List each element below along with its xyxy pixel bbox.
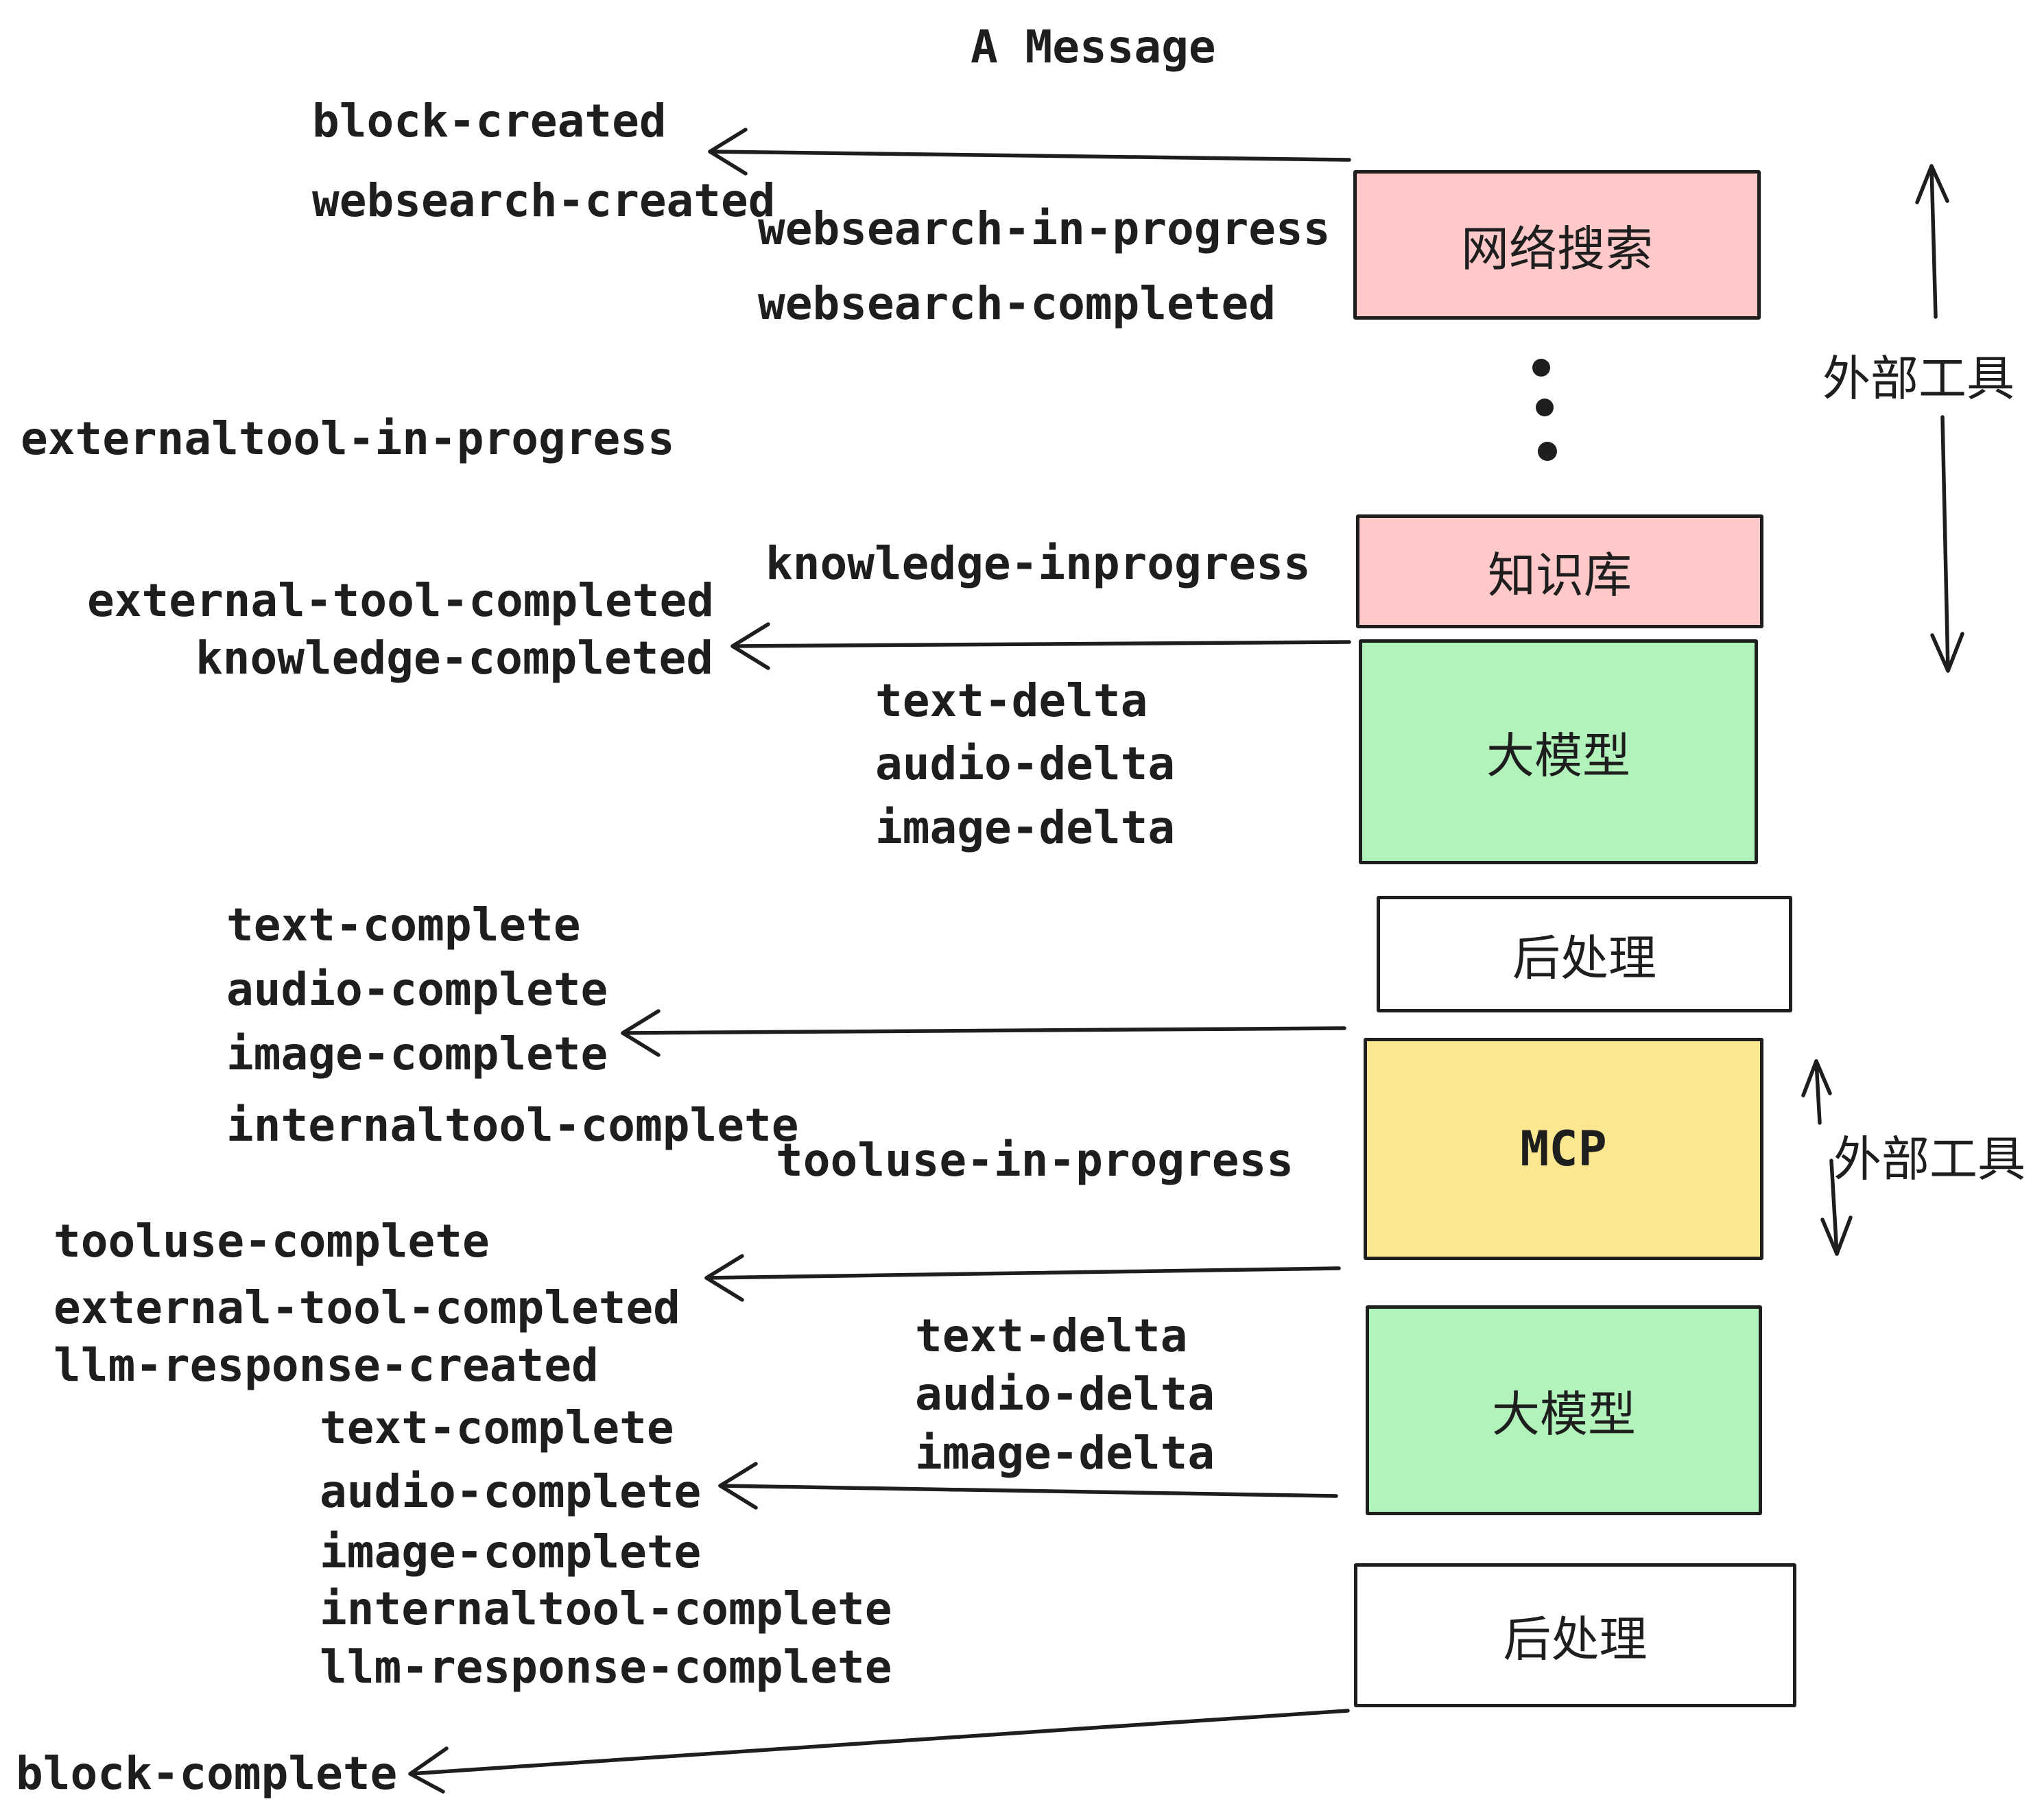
box-knowledge-label: 知识库 bbox=[1488, 548, 1632, 602]
event-audio-delta-1: audio-delta bbox=[875, 737, 1176, 790]
event-image-complete-1: image-complete bbox=[226, 1028, 608, 1080]
event-text-complete-2: text-complete bbox=[320, 1401, 674, 1454]
ellipsis-dot bbox=[1536, 399, 1554, 416]
event-audio-delta-2: audio-delta bbox=[915, 1368, 1215, 1421]
event-text-delta-2: text-delta bbox=[915, 1309, 1188, 1362]
arrow-to-websearch-created bbox=[708, 150, 1351, 162]
side-label-external-tools-top: 外部工具 bbox=[1822, 352, 2015, 405]
arrowhead-to-tooluse-complete bbox=[704, 1254, 744, 1302]
box-postprocess-2: 后处理 bbox=[1354, 1563, 1796, 1707]
arrow-to-tooluse-complete bbox=[704, 1266, 1341, 1280]
event-tooluse-complete: tooluse-complete bbox=[54, 1215, 490, 1268]
event-text-delta-1: text-delta bbox=[875, 674, 1148, 727]
box-llm-1-label: 大模型 bbox=[1486, 728, 1630, 783]
event-external-tool-completed-1: external-tool-completed bbox=[87, 574, 714, 627]
event-knowledge-inprogress: knowledge-inprogress bbox=[765, 537, 1311, 590]
event-llm-response-complete: llm-response-complete bbox=[320, 1641, 892, 1694]
event-llm-response-created: llm-response-created bbox=[54, 1339, 599, 1392]
arrow-to-block-complete bbox=[408, 1709, 1350, 1776]
arrow-to-knowledge-completed bbox=[730, 640, 1351, 648]
mcp-external-tools-down-arrow bbox=[1829, 1159, 1839, 1256]
box-postprocess-1-label: 后处理 bbox=[1512, 931, 1656, 985]
ellipsis-dot bbox=[1538, 442, 1557, 461]
external-tools-up-arrow bbox=[1929, 164, 1938, 319]
arrowhead-to-websearch-created bbox=[708, 128, 748, 176]
event-audio-complete-1: audio-complete bbox=[226, 963, 608, 1016]
external-tools-up-arrowhead bbox=[1915, 164, 1949, 204]
box-postprocess-2-label: 后处理 bbox=[1503, 1612, 1648, 1666]
event-externaltool-in-progress: externaltool-in-progress bbox=[21, 412, 675, 465]
arrowhead-to-block-complete bbox=[408, 1746, 449, 1794]
event-text-complete-1: text-complete bbox=[226, 899, 581, 951]
event-websearch-completed: websearch-completed bbox=[758, 277, 1276, 330]
box-llm-1: 大模型 bbox=[1359, 639, 1758, 864]
box-websearch: 网络搜索 bbox=[1353, 170, 1761, 320]
event-image-complete-2: image-complete bbox=[320, 1526, 702, 1578]
event-internaltool-complete-2: internaltool-complete bbox=[320, 1582, 892, 1635]
box-mcp: MCP bbox=[1364, 1038, 1763, 1260]
box-knowledge: 知识库 bbox=[1356, 514, 1763, 628]
event-external-tool-completed-2: external-tool-completed bbox=[54, 1281, 680, 1334]
external-tools-down-arrowhead bbox=[1930, 632, 1964, 673]
mcp-external-tools-up-arrowhead bbox=[1801, 1059, 1832, 1097]
box-mcp-label: MCP bbox=[1520, 1121, 1607, 1177]
arrow-to-audio-complete bbox=[718, 1484, 1338, 1498]
event-block-created: block-created bbox=[312, 95, 667, 147]
event-audio-complete-2: audio-complete bbox=[320, 1465, 702, 1518]
box-llm-2: 大模型 bbox=[1366, 1305, 1762, 1515]
event-image-delta-1: image-delta bbox=[875, 801, 1176, 854]
event-block-complete: block-complete bbox=[16, 1747, 398, 1800]
external-tools-down-arrow bbox=[1940, 415, 1950, 673]
event-websearch-created: websearch-created bbox=[312, 174, 776, 227]
box-llm-2-label: 大模型 bbox=[1492, 1387, 1636, 1441]
event-knowledge-completed: knowledge-completed bbox=[195, 632, 713, 685]
arrowhead-to-audio-complete bbox=[718, 1462, 758, 1510]
box-postprocess-1: 后处理 bbox=[1377, 896, 1792, 1012]
page-title: A Message bbox=[971, 21, 1216, 73]
arrowhead-to-knowledge-completed bbox=[730, 622, 770, 670]
event-websearch-in-progress: websearch-in-progress bbox=[758, 202, 1331, 255]
mcp-external-tools-up-arrow bbox=[1814, 1059, 1822, 1125]
side-label-external-tools-mcp: 外部工具 bbox=[1833, 1132, 2025, 1186]
mcp-external-tools-down-arrowhead bbox=[1820, 1215, 1853, 1256]
event-internaltool-complete-1: internaltool-complete bbox=[226, 1099, 799, 1152]
ellipsis-dot bbox=[1532, 359, 1550, 377]
arrow-to-image-complete bbox=[621, 1026, 1346, 1035]
box-websearch-label: 网络搜索 bbox=[1461, 222, 1653, 276]
arrowhead-to-image-complete bbox=[621, 1009, 661, 1057]
event-image-delta-2: image-delta bbox=[915, 1427, 1215, 1480]
event-tooluse-in-progress: tooluse-in-progress bbox=[776, 1134, 1294, 1187]
